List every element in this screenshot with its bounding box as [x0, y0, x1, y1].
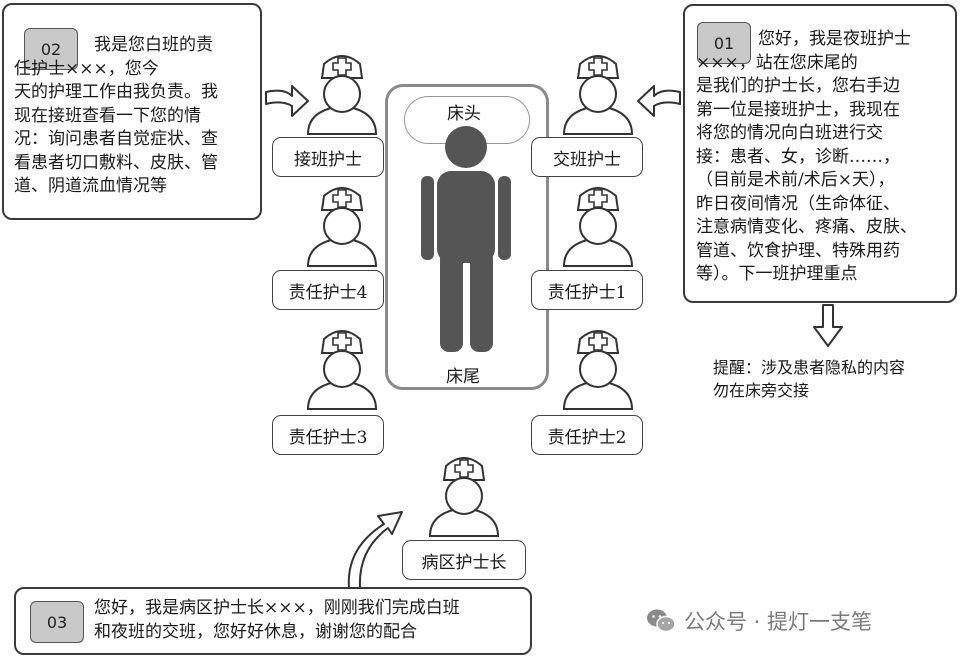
watermark: 公众号 · 提灯一支笔	[646, 606, 872, 636]
label-resp-nurse-2: 责任护士2	[531, 415, 643, 455]
nurse-resp2-icon	[562, 330, 634, 410]
arrow-left-icon	[637, 85, 681, 117]
speech-text-03: 您好，我是病区护士长×××，刚刚我们完成白班 和夜班的交班，您好好休息，谢谢您的…	[94, 598, 460, 642]
speech-text-01: 您好，我是夜班护士 ×××，站在您床尾的 是我们的护士长，您右手边 第一位是接班…	[696, 29, 917, 284]
speech-box-01	[683, 4, 957, 303]
watermark-text: 公众号 · 提灯一支笔	[684, 610, 873, 634]
bed-head-label: 床头	[447, 104, 481, 124]
arrow-up-curve-icon	[347, 511, 403, 589]
nurse-handing-icon	[562, 55, 634, 135]
label-resp-nurse-1: 责任护士1	[531, 270, 643, 310]
nurse-resp4-icon	[306, 187, 378, 267]
speech-text-02: 我是您白班的责 任护士×××，您今 天的护理工作由我负责。我 现在接班查看一下您…	[14, 35, 218, 196]
arrow-right-icon	[265, 85, 309, 117]
nurse-receiving-icon	[306, 55, 378, 135]
step-badge-02: 02	[24, 28, 78, 70]
bed-foot-label: 床尾	[446, 367, 480, 387]
nurse-resp1-icon	[562, 187, 634, 267]
nurse-head-nurse-icon	[428, 457, 500, 537]
step-badge-01: 01	[697, 22, 751, 64]
wechat-icon	[647, 609, 676, 633]
label-resp-nurse-4: 责任护士4	[272, 270, 384, 310]
arrow-down-icon	[813, 304, 843, 347]
nurse-resp3-icon	[306, 330, 378, 410]
privacy-reminder: 提醒：涉及患者隐私的内容 勿在床旁交接	[713, 358, 906, 400]
label-head-nurse: 病区护士长	[402, 540, 526, 580]
step-badge-03: 03	[30, 601, 84, 643]
speech-box-03	[14, 587, 532, 655]
label-handing-nurse: 交班护士	[531, 137, 643, 177]
label-resp-nurse-3: 责任护士3	[272, 415, 384, 455]
label-receiving-nurse: 接班护士	[272, 137, 384, 177]
